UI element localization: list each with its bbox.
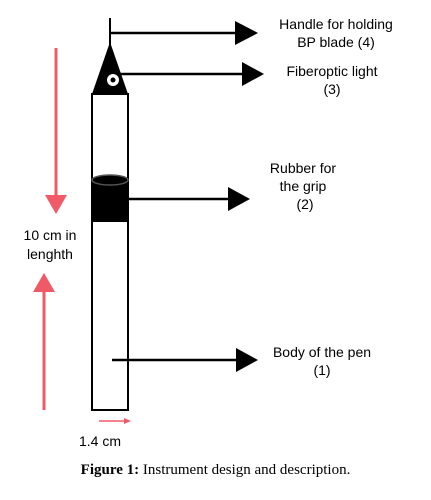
length-label-line1: 10 cm in — [24, 227, 77, 243]
width-label: 1.4 cm — [79, 433, 121, 449]
width-arrow — [99, 418, 131, 424]
handle-label-line2: BP blade (4) — [297, 34, 375, 50]
rubber-label-line1: Rubber for — [270, 160, 336, 176]
light-arrow — [118, 62, 264, 86]
pen-tip — [92, 42, 128, 94]
rubber-label-line2: the grip — [280, 178, 327, 194]
body-label-line1: Body of the pen — [273, 344, 371, 360]
rubber-grip — [91, 174, 129, 222]
figure-caption-prefix: Figure 1: — [80, 462, 140, 478]
handle-arrow — [110, 21, 258, 45]
light-label-line2: (3) — [323, 81, 340, 97]
figure-caption: Figure 1: Instrument design and descript… — [0, 462, 431, 479]
light-label-line1: Fiberoptic light — [286, 63, 377, 79]
handle-label-line1: Handle for holding — [279, 16, 393, 32]
length-arrow-up — [33, 273, 55, 410]
length-label-line2: lenghth — [27, 246, 73, 262]
body-arrow — [112, 348, 258, 372]
length-arrow-down — [45, 48, 67, 214]
body-label-line2: (1) — [313, 362, 330, 378]
figure-caption-text: Instrument design and description. — [139, 462, 351, 478]
rubber-arrow — [128, 187, 250, 211]
pen-body — [91, 93, 129, 411]
rubber-label-line3: (2) — [296, 196, 313, 212]
